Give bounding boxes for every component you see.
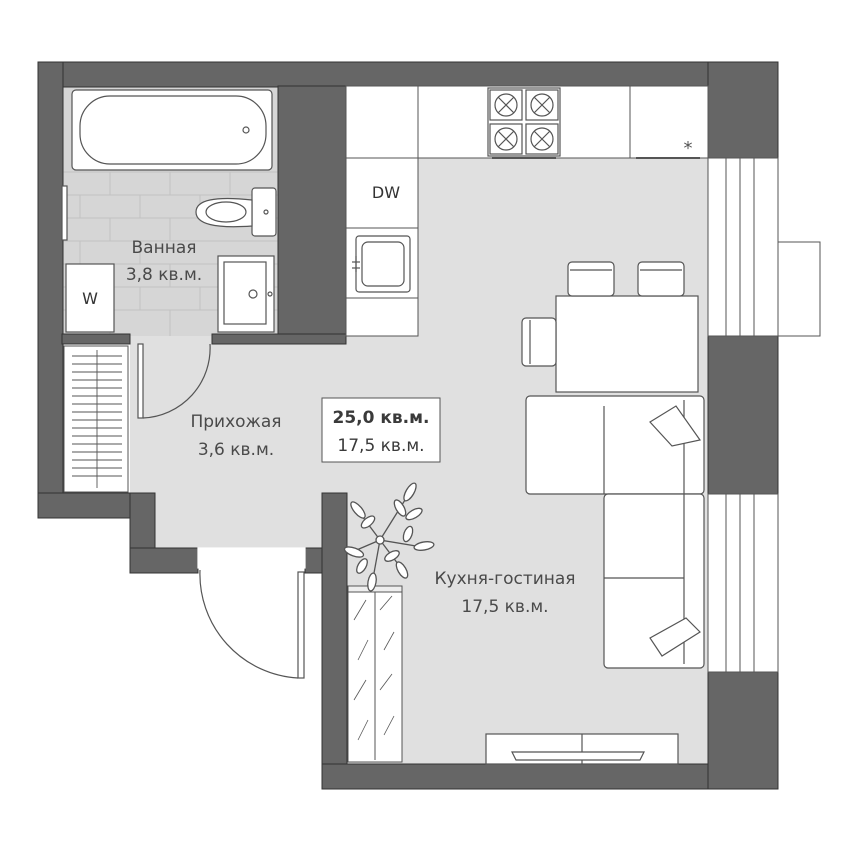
window-bottom xyxy=(707,493,779,673)
bathtub xyxy=(71,89,273,171)
bathroom-name: Ванная xyxy=(132,238,197,258)
tv-cabinet xyxy=(485,733,679,765)
wall-top xyxy=(37,61,779,88)
chair-left xyxy=(521,317,557,367)
wall-living-left xyxy=(321,492,348,790)
hallway-name: Прихожая xyxy=(190,412,281,432)
wall-right-mid xyxy=(707,335,779,495)
kitchen-sink xyxy=(352,235,411,293)
dining-table xyxy=(555,295,699,393)
kitchen-living-area: 17,5 кв.м. xyxy=(461,597,548,617)
tv-screen xyxy=(511,751,645,761)
labels: Ванная 3,8 кв.м. Прихожая 3,6 кв.м. Кухн… xyxy=(126,238,576,617)
dishwasher-label: DW xyxy=(372,183,400,202)
sofa-pillow-top xyxy=(649,405,702,447)
sofa-pillow-bottom xyxy=(649,617,701,657)
hall-wardrobe xyxy=(63,345,129,493)
windows xyxy=(707,157,821,673)
entrance-door xyxy=(197,547,306,679)
towel-rail xyxy=(61,185,68,241)
dishwasher: DW xyxy=(372,183,400,202)
wall-right-top xyxy=(707,61,779,159)
washing-machine: W xyxy=(65,263,115,333)
wall-right-bottom xyxy=(707,671,779,790)
wall-bath-right xyxy=(277,85,347,337)
wall-left xyxy=(37,61,64,519)
kitchen-living-name: Кухня-гостиная xyxy=(434,569,575,589)
dining-set xyxy=(521,261,699,393)
hallway-area: 3,6 кв.м. xyxy=(198,440,274,460)
washbasin xyxy=(217,255,275,333)
window-top xyxy=(707,157,779,337)
plant xyxy=(343,482,435,592)
chair-top-left xyxy=(567,261,615,297)
walls xyxy=(37,61,779,790)
corner-sofa xyxy=(525,395,705,669)
fridge-symbol: * xyxy=(684,138,693,159)
washer-label: W xyxy=(82,289,98,308)
area-summary: 25,0 кв.м. 17,5 кв.м. xyxy=(321,397,441,463)
bathroom-door xyxy=(137,343,211,419)
wall-entry-bottom-b xyxy=(304,547,324,574)
wall-bath-bottom-b xyxy=(211,333,347,345)
wall-bottom-left xyxy=(37,492,131,519)
wall-bottom xyxy=(321,763,779,790)
total-area: 25,0 кв.м. xyxy=(333,408,430,428)
kitchen-counter xyxy=(345,85,709,337)
wall-bath-bottom-a xyxy=(61,333,131,345)
fridge: * xyxy=(636,138,700,159)
toilet xyxy=(195,187,277,237)
hallway-floor xyxy=(130,336,350,548)
wall-entry-bottom-a xyxy=(129,547,199,574)
cooktop xyxy=(487,87,561,159)
doors xyxy=(137,343,306,679)
balcony-sill xyxy=(777,241,821,337)
bathroom-area: 3,8 кв.м. xyxy=(126,265,202,285)
living-area: 17,5 кв.м. xyxy=(337,436,424,456)
chair-top-right xyxy=(637,261,685,297)
shoe-cabinet xyxy=(347,585,403,763)
